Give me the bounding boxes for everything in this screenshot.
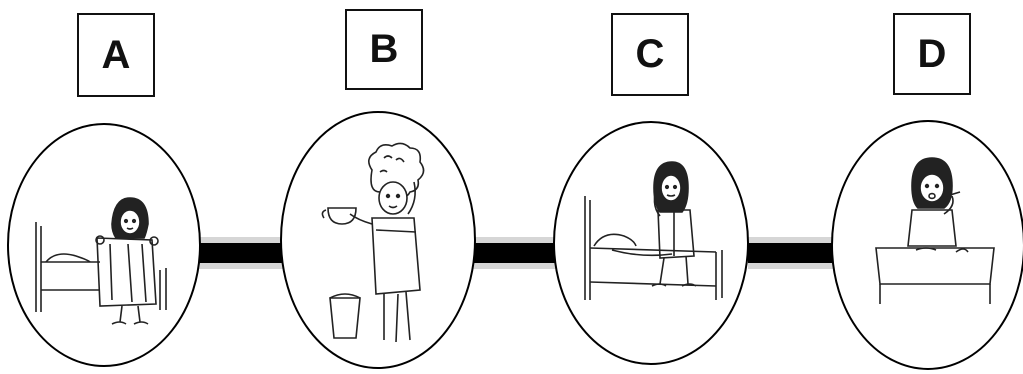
connector-bar-3 <box>748 237 836 269</box>
step-b-label: B <box>345 9 423 90</box>
connector-bar-2 <box>470 237 576 269</box>
step-a-label: A <box>77 13 155 97</box>
connector-bar-1 <box>196 237 294 269</box>
step-c-label: C <box>611 13 689 96</box>
girl-brushing-teeth-icon <box>831 120 1023 370</box>
girl-making-bed-icon <box>7 123 201 367</box>
step-d-label: D <box>893 13 971 95</box>
girl-bathing-icon <box>280 111 476 369</box>
girl-waking-up-icon <box>553 121 749 365</box>
